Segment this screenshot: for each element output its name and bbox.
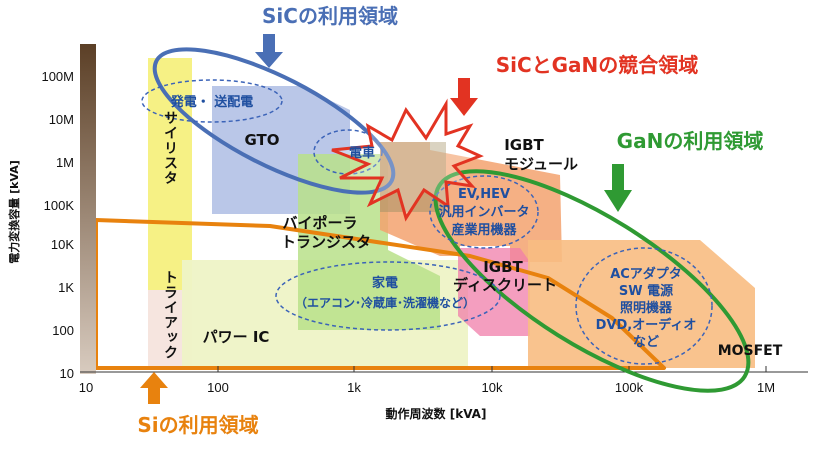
- ev-label-2: 汎用インバータ: [438, 204, 529, 220]
- bipolar-label-2: トランジスタ: [281, 233, 371, 251]
- ev-label-1: EV,HEV: [458, 187, 510, 202]
- mosfet-label: MOSFET: [718, 343, 783, 359]
- x-tick-10k: 10k: [482, 380, 503, 395]
- sic-title: SiCの利用領域: [262, 4, 398, 28]
- gto-label: GTO: [244, 131, 279, 149]
- y-tick-10k: 10K: [51, 237, 74, 252]
- gan-ellipse: [433, 169, 751, 393]
- y-tick-labels: 100M 10M 1M 100K 10K 1K 100 10: [41, 69, 74, 381]
- sic-ellipse: [152, 47, 396, 195]
- igbt-discrete-label-1: IGBT: [483, 258, 523, 276]
- train-label: 電車: [349, 145, 375, 161]
- x-axis-label: 動作周波数 [kVA]: [386, 406, 487, 421]
- home-ellipse: [275, 261, 501, 331]
- y-tick-1m: 1M: [56, 155, 74, 170]
- igbt-module-label-2: モジュール: [504, 155, 578, 173]
- compete-title: SiCとGaNの競合領域: [496, 53, 699, 77]
- adapter-label-1: ACアダプタ: [610, 266, 682, 282]
- compete-arrow: [450, 78, 478, 116]
- x-tick-10: 10: [79, 380, 93, 395]
- x-tick-100k: 100k: [615, 380, 644, 395]
- competition-burst: [331, 98, 484, 222]
- y-tick-100m: 100M: [41, 69, 74, 84]
- power-ic-label: パワー IC: [203, 328, 270, 346]
- y-tick-10m: 10M: [49, 112, 74, 127]
- si-arrow: [140, 372, 168, 404]
- ev-label-3: 産業用機器: [451, 222, 517, 238]
- power-gen-label: 発電・ 送配電: [170, 94, 254, 110]
- y-tick-10: 10: [60, 366, 74, 381]
- y-tick-100k: 100K: [44, 198, 75, 213]
- x-tick-1k: 1k: [347, 380, 361, 395]
- power-gen-ellipse: [141, 79, 283, 123]
- igbt-discrete-label-2: ディスクリート: [453, 276, 557, 294]
- gan-arrow: [604, 164, 632, 212]
- y-tick-1k: 1K: [58, 280, 74, 295]
- adapter-label-2: SW 電源: [619, 283, 673, 299]
- si-boundary-line: [94, 218, 666, 370]
- triac-label: トライアック: [162, 270, 178, 360]
- x-tick-100: 100: [207, 380, 229, 395]
- home-label-1: 家電: [372, 275, 398, 291]
- y-tick-100: 100: [52, 323, 74, 338]
- y-axis-bar: [80, 44, 96, 374]
- x-axis-ticks: [217, 366, 767, 372]
- igbt-module-label-1: IGBT: [504, 136, 544, 154]
- bipolar-label-1: バイポーラ: [282, 214, 357, 232]
- thyristor-label: サイリスタ: [162, 111, 178, 186]
- adapter-ellipse: [575, 247, 713, 365]
- sic-arrow: [255, 34, 283, 68]
- adapter-label-4: DVD,オーディオ: [596, 317, 697, 333]
- si-title: Siの利用領域: [137, 413, 258, 437]
- home-label-2: （エアコン･冷蔵庫･洗濯機など）: [295, 295, 475, 310]
- adapter-label-3: 照明機器: [620, 300, 673, 316]
- gan-title: GaNの利用領域: [617, 129, 764, 153]
- x-tick-labels: 10 100 1k 10k 100k 1M: [79, 380, 775, 395]
- x-tick-1m: 1M: [757, 380, 775, 395]
- ev-ellipse: [429, 175, 539, 249]
- y-axis-label: 電力変換容量 [kVA]: [7, 160, 21, 263]
- adapter-label-5: など: [633, 335, 659, 350]
